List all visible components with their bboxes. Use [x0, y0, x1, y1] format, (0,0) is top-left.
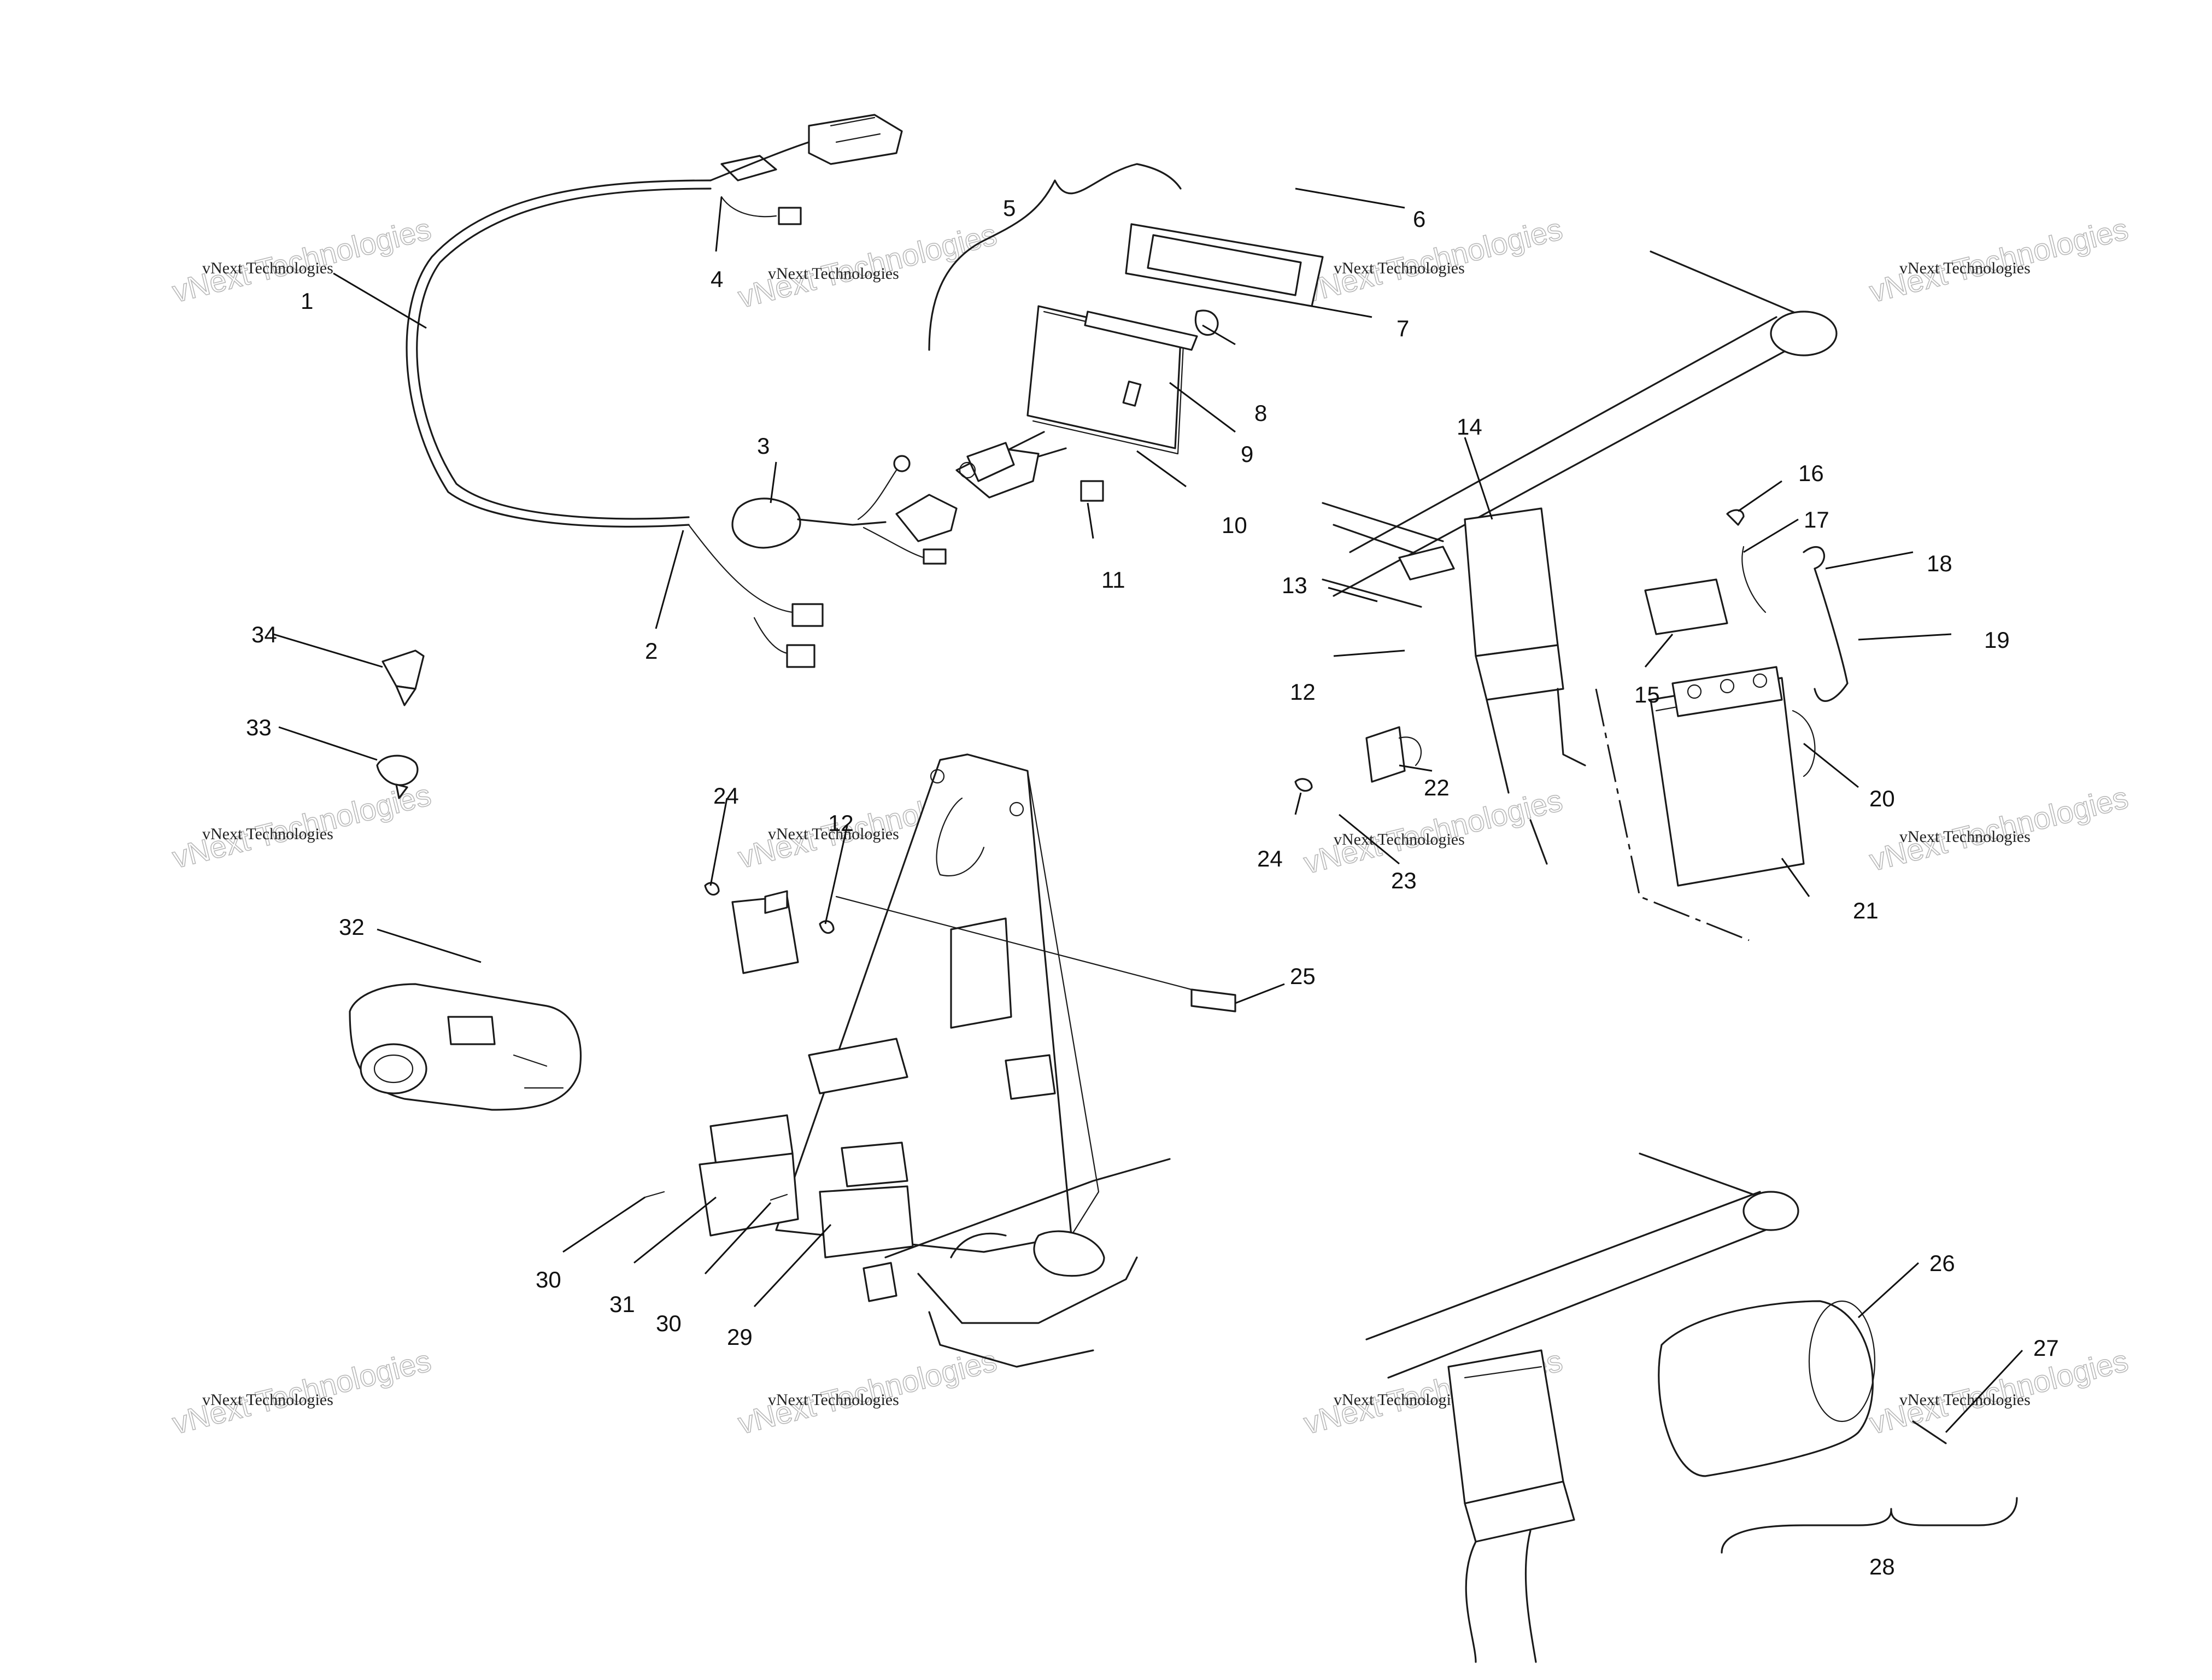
watermark-text: vNext Technologies — [768, 825, 899, 843]
watermark-text: vNext Technologies — [1334, 259, 1465, 277]
watermark-text: vNext Technologies — [1899, 828, 2031, 846]
watermark-text: vNext Technologies — [1899, 259, 2031, 277]
part-label-17: 17 — [1804, 507, 1829, 532]
watermark-text: vNext Technologies — [1334, 1391, 1465, 1409]
part-label-22: 22 — [1424, 775, 1450, 800]
part-label-20: 20 — [1869, 786, 1895, 811]
part-label-30-right: 30 — [656, 1310, 682, 1336]
watermark: vNext Technologies vNext Technologies — [734, 1343, 1000, 1441]
watermark: vNext Technologies vNext Technologies — [734, 216, 1000, 315]
watermark-text: vNext Technologies — [202, 1391, 333, 1409]
part-label-18: 18 — [1927, 551, 1952, 576]
part-label-31: 31 — [609, 1291, 635, 1317]
part-label-13: 13 — [1282, 572, 1307, 598]
part-label-24-right: 24 — [1257, 846, 1283, 871]
mounting-plate-assembly — [644, 753, 1236, 1368]
part-label-34: 34 — [251, 622, 277, 647]
tail-light-assembly — [928, 163, 1324, 502]
part-label-27: 27 — [2033, 1335, 2059, 1361]
watermark-text: vNext Technologies — [768, 265, 899, 283]
part-label-12-plate: 12 — [828, 810, 854, 836]
watermark: vNext Technologies vNext Technologies — [168, 777, 435, 875]
part-label-2: 2 — [645, 638, 658, 664]
watermark: vNext Technologies vNext Technologies — [1865, 780, 2132, 878]
part-label-9: 9 — [1241, 441, 1253, 467]
part-label-8: 8 — [1254, 400, 1267, 426]
part-label-21: 21 — [1853, 898, 1879, 923]
watermark: vNext Technologies vNext Technologies — [1865, 211, 2132, 309]
part-label-16: 16 — [1798, 460, 1824, 486]
part-label-14: 14 — [1457, 414, 1482, 440]
part-label-19: 19 — [1984, 627, 2010, 653]
part-label-24-left: 24 — [713, 783, 739, 809]
part-label-28: 28 — [1869, 1554, 1895, 1579]
left-small-parts — [349, 649, 582, 1111]
watermark: vNext Technologies vNext Technologies — [168, 1343, 435, 1441]
part-number-labels: 1 2 3 4 5 6 7 8 9 10 11 12 13 14 15 16 1… — [246, 195, 2059, 1579]
part-label-12: 12 — [1290, 679, 1316, 705]
part-label-29: 29 — [727, 1324, 753, 1350]
watermark-text: vNext Technologies — [1899, 1391, 2031, 1409]
part-label-11: 11 — [1101, 567, 1125, 593]
watermark: vNext Technologies vNext Technologies — [1865, 1343, 2132, 1441]
part-label-26: 26 — [1929, 1250, 1955, 1276]
wiring-harness — [406, 114, 1067, 668]
part-label-6: 6 — [1413, 206, 1425, 232]
part-label-32: 32 — [339, 914, 365, 940]
part-label-25: 25 — [1290, 963, 1316, 989]
part-label-4: 4 — [711, 266, 723, 292]
frame-battery-assembly — [1294, 250, 1849, 941]
watermark-text: vNext Technologies — [202, 259, 333, 277]
watermark-text: vNext Technologies — [202, 825, 333, 843]
part-label-3: 3 — [757, 433, 770, 459]
part-label-10: 10 — [1222, 512, 1247, 538]
watermark-text: vNext Technologies — [768, 1391, 899, 1409]
part-label-5: 5 — [1003, 195, 1016, 221]
part-label-15: 15 — [1634, 682, 1660, 707]
part-label-30-left: 30 — [536, 1267, 561, 1292]
part-label-23: 23 — [1391, 868, 1417, 893]
part-label-33: 33 — [246, 715, 272, 740]
part-label-7: 7 — [1397, 315, 1409, 341]
starter-assembly — [1365, 1152, 2018, 1663]
part-label-1: 1 — [301, 288, 313, 314]
leader-lines — [273, 188, 2023, 1433]
watermark: vNext Technologies vNext Technologies — [1300, 211, 1566, 309]
watermark-text: vNext Technologies — [1334, 830, 1465, 848]
